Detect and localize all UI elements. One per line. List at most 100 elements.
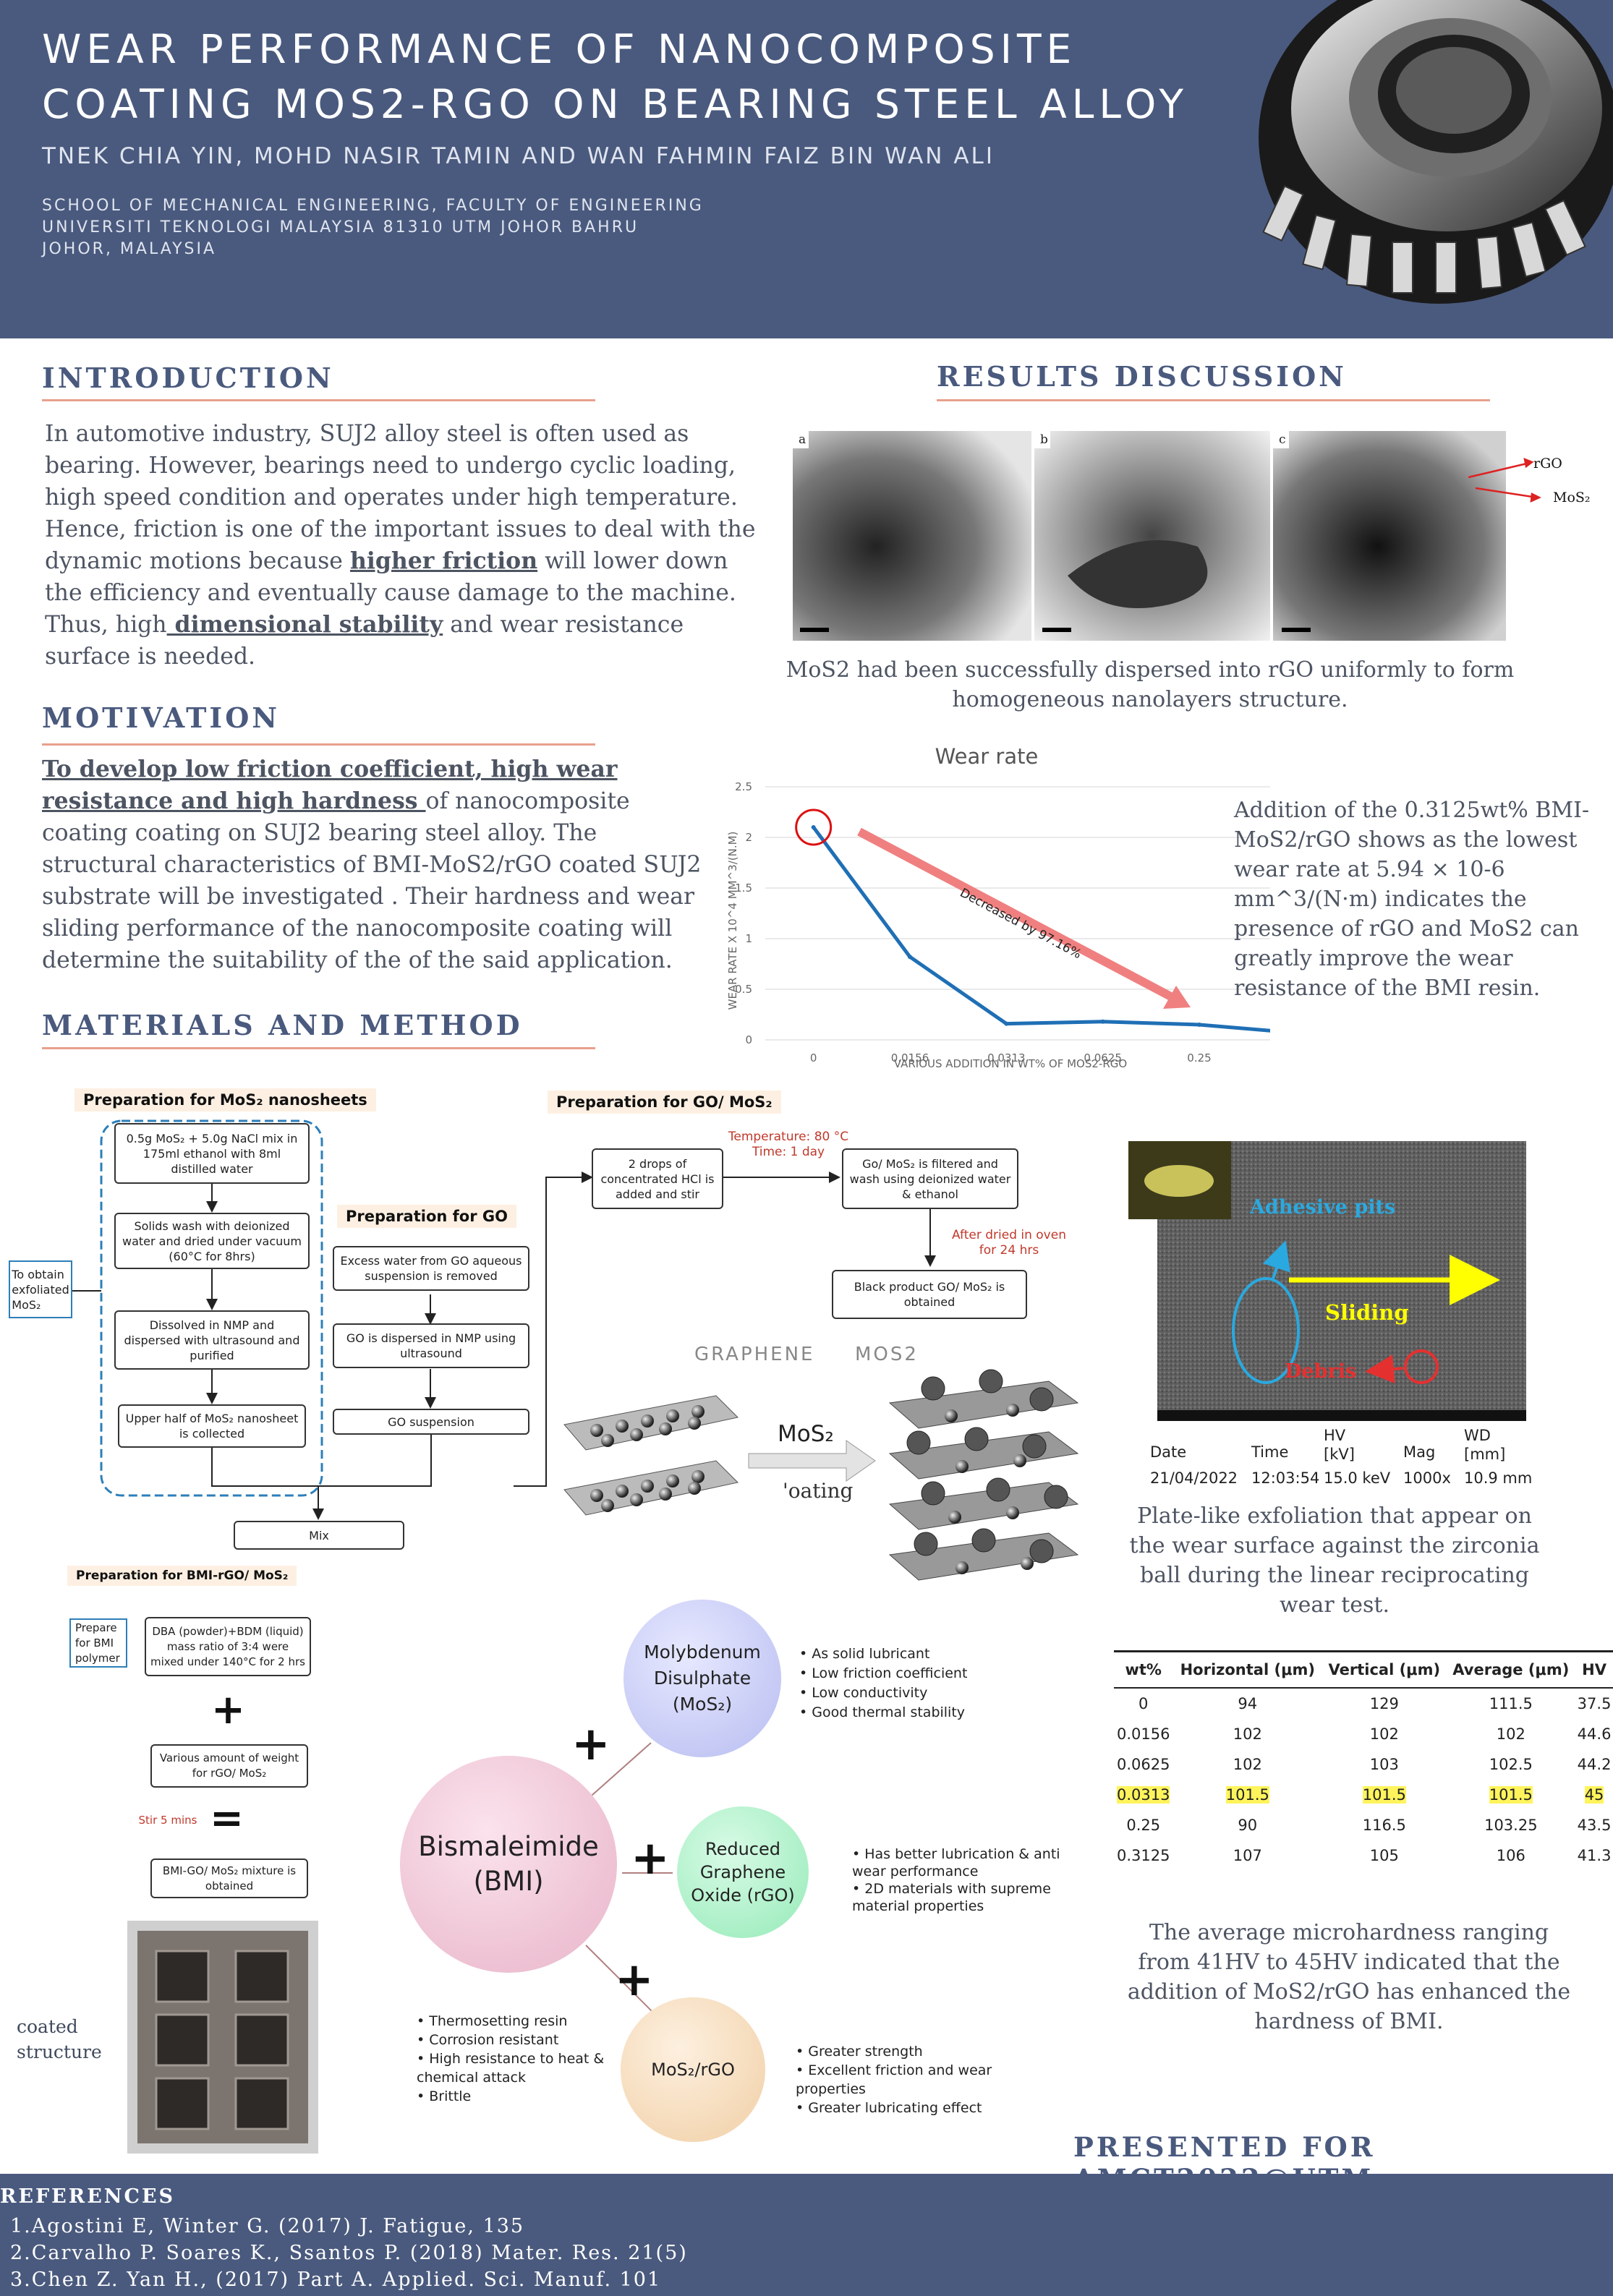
table-cell: 0.25 — [1126, 1817, 1161, 1834]
table-cell: 0.3125 — [1116, 1847, 1170, 1864]
sem-image: Adhesive pits Sliding Debris — [1128, 1141, 1526, 1421]
table-cell: 103.25 — [1484, 1817, 1538, 1834]
table-header: Vertical (μm) — [1322, 1650, 1447, 1689]
dried-note: After dried in oven for 24 hrs — [952, 1228, 1066, 1258]
mos2rgo-points: Greater strengthExcellent friction and w… — [796, 2042, 1013, 2117]
plus-icon-rgo: + — [631, 1832, 670, 1885]
mos2-annotation: MoS₂ — [1553, 490, 1591, 505]
poster-title: WEAR PERFORMANCE OF NANOCOMPOSITE COATIN… — [42, 22, 1214, 132]
gomos2-step-3: Black product GO/ MoS₂ is obtained — [832, 1270, 1027, 1319]
table-header: Average (μm) — [1446, 1650, 1576, 1689]
bmi-prep-title: Preparation for BMI-rGO/ MoS₂ — [67, 1566, 297, 1586]
sem-meta-mag: 1000x — [1403, 1469, 1451, 1487]
temperature-note: Temperature: 80 °C Time: 1 day — [728, 1130, 849, 1159]
exfoliated-note: To obtain exfoliated MoS₂ — [9, 1260, 72, 1318]
sem-label-sliding: Sliding — [1325, 1300, 1409, 1325]
table-cell: 102 — [1233, 1756, 1262, 1773]
table-cell: 41.3 — [1577, 1847, 1612, 1864]
results-rule — [937, 399, 1490, 401]
hardness-table: wt%Horizontal (μm)Vertical (μm)Average (… — [1114, 1650, 1613, 1871]
sem-metadata: Date Time HV [kV] Mag WD [mm] 21/04/2022… — [1150, 1423, 1541, 1487]
authors: TNEK CHIA YIN, MOHD NASIR TAMIN AND WAN … — [42, 143, 995, 169]
introduction-text: In automotive industry, SUJ2 alloy steel… — [45, 421, 756, 670]
mos2-arrow-label: MoS₂ — [778, 1421, 834, 1447]
y-tick-label: 0.5 — [735, 983, 752, 996]
table-cell: 107 — [1233, 1847, 1262, 1864]
plus-icon-mos2: + — [571, 1717, 610, 1771]
start-point-highlight — [795, 808, 833, 846]
table-cell: 0 — [1139, 1695, 1149, 1712]
affiliation-line-3: JOHOR, MALAYSIA — [42, 240, 217, 258]
data-point — [908, 955, 912, 960]
table-cell: 116.5 — [1362, 1817, 1406, 1834]
mos2-step-2: Solids wash with deionized water and dri… — [114, 1213, 310, 1269]
poster-header: WEAR PERFORMANCE OF NANOCOMPOSITE COATIN… — [0, 0, 1613, 338]
x-tick-label: 0.0313 — [987, 1051, 1026, 1064]
coating-label: 'oating — [783, 1479, 854, 1503]
table-cell: 101.5 — [1225, 1786, 1269, 1804]
wear-rate-series-line — [812, 826, 1270, 1033]
y-tick-label: 2 — [745, 831, 752, 844]
plus-icon-mos2rgo: + — [615, 1953, 654, 2007]
y-tick-label: 1 — [745, 932, 752, 945]
table-cell: 105 — [1369, 1847, 1399, 1864]
results-heading: RESULTS DISCUSSION — [937, 360, 1347, 393]
table-cell: 37.5 — [1577, 1695, 1612, 1712]
table-cell: 44.6 — [1577, 1725, 1612, 1743]
table-header: wt% — [1114, 1650, 1173, 1689]
bearing-photo — [1259, 0, 1613, 304]
hardness-caption: The average microhardness ranging from 4… — [1127, 1920, 1571, 2034]
gomos2-step-1: 2 drops of concentrated HCl is added and… — [592, 1148, 723, 1209]
wear-rate-text: Addition of the 0.3125wt% BMI-MoS2/rGO s… — [1234, 798, 1590, 1001]
table-cell: 43.5 — [1577, 1817, 1612, 1834]
motivation-text: To develop low friction coefficient, hig… — [42, 756, 702, 973]
mos2-prep-title: Preparation for MoS₂ nanosheets — [75, 1088, 376, 1111]
table-cell: 111.5 — [1489, 1695, 1533, 1712]
affiliation-line-1: SCHOOL OF MECHANICAL ENGINEERING, FACULT… — [42, 197, 704, 215]
nanosheet-schematic — [563, 1369, 1079, 1581]
mos2-step-4: Upper half of MoS₂ nanosheet is collecte… — [118, 1404, 306, 1448]
plus-icon: + — [211, 1686, 245, 1733]
mos2-step-1: 0.5g MoS₂ + 5.0g NaCl mix in 175ml ethan… — [114, 1123, 310, 1184]
sem-meta-mag-label: Mag — [1403, 1443, 1436, 1461]
table-header: Horizontal (μm) — [1172, 1650, 1323, 1689]
coated-structure-label: coated structure — [17, 2016, 102, 2062]
data-point — [1197, 1023, 1201, 1027]
mos2-points: As solid lubricantLow friction coefficie… — [799, 1644, 973, 1723]
reference-item: 1.Agostini E, Winter G. (2017) J. Fatigu… — [10, 2215, 525, 2237]
x-tick-label: 0.0156 — [891, 1051, 929, 1064]
table-cell: 0.0625 — [1116, 1756, 1170, 1773]
reference-item: 3.Chen Z. Yan H., (2017) Part A. Applied… — [10, 2269, 662, 2291]
sem-label-adhesive: Adhesive pits — [1249, 1196, 1395, 1219]
table-cell: 129 — [1369, 1695, 1399, 1712]
equals-icon: = — [210, 1795, 244, 1842]
tem-label-c: c — [1279, 432, 1286, 447]
sem-meta-hv-label: HV [kV] — [1324, 1427, 1355, 1463]
go-step-3: GO suspension — [333, 1409, 529, 1435]
table-cell: 0.0156 — [1116, 1725, 1170, 1743]
gomos2-step-2: Go/ MoS₂ is filtered and wash using deio… — [842, 1148, 1018, 1209]
table-cell: 102 — [1496, 1725, 1525, 1743]
reference-item: 2.Carvalho P. Soares K., Ssantos P. (201… — [10, 2242, 688, 2264]
sem-meta-time: 12:03:54 — [1251, 1469, 1320, 1487]
x-tick-label: 0.0625 — [1084, 1051, 1122, 1064]
y-tick-label: 0 — [745, 1033, 752, 1046]
references-list: 1.Agostini E, Winter G. (2017) J. Fatigu… — [10, 2213, 688, 2293]
x-tick-label: 0.25 — [1187, 1051, 1211, 1064]
chart-title: Wear rate — [935, 744, 1039, 769]
bmi-circle: Bismaleimide (BMI) — [400, 1756, 617, 1973]
mos2-step-3: Dissolved in NMP and dispersed with ultr… — [114, 1310, 310, 1370]
table-cell: 102 — [1233, 1725, 1262, 1743]
chart-ylabel: WEAR RATE X 10^4 MM^3/(N.M) — [726, 832, 739, 1010]
table-cell: 44.2 — [1577, 1756, 1612, 1773]
rgo-points: Has better lubrication & anti wear perfo… — [852, 1845, 1098, 1915]
table-cell: 101.5 — [1489, 1786, 1533, 1804]
sem-meta-date: 21/04/2022 — [1150, 1469, 1238, 1487]
tem-label-b: b — [1040, 432, 1048, 447]
table-cell: 101.5 — [1362, 1786, 1406, 1804]
table-cell: 102.5 — [1489, 1756, 1533, 1773]
materials-rule — [42, 1047, 595, 1049]
